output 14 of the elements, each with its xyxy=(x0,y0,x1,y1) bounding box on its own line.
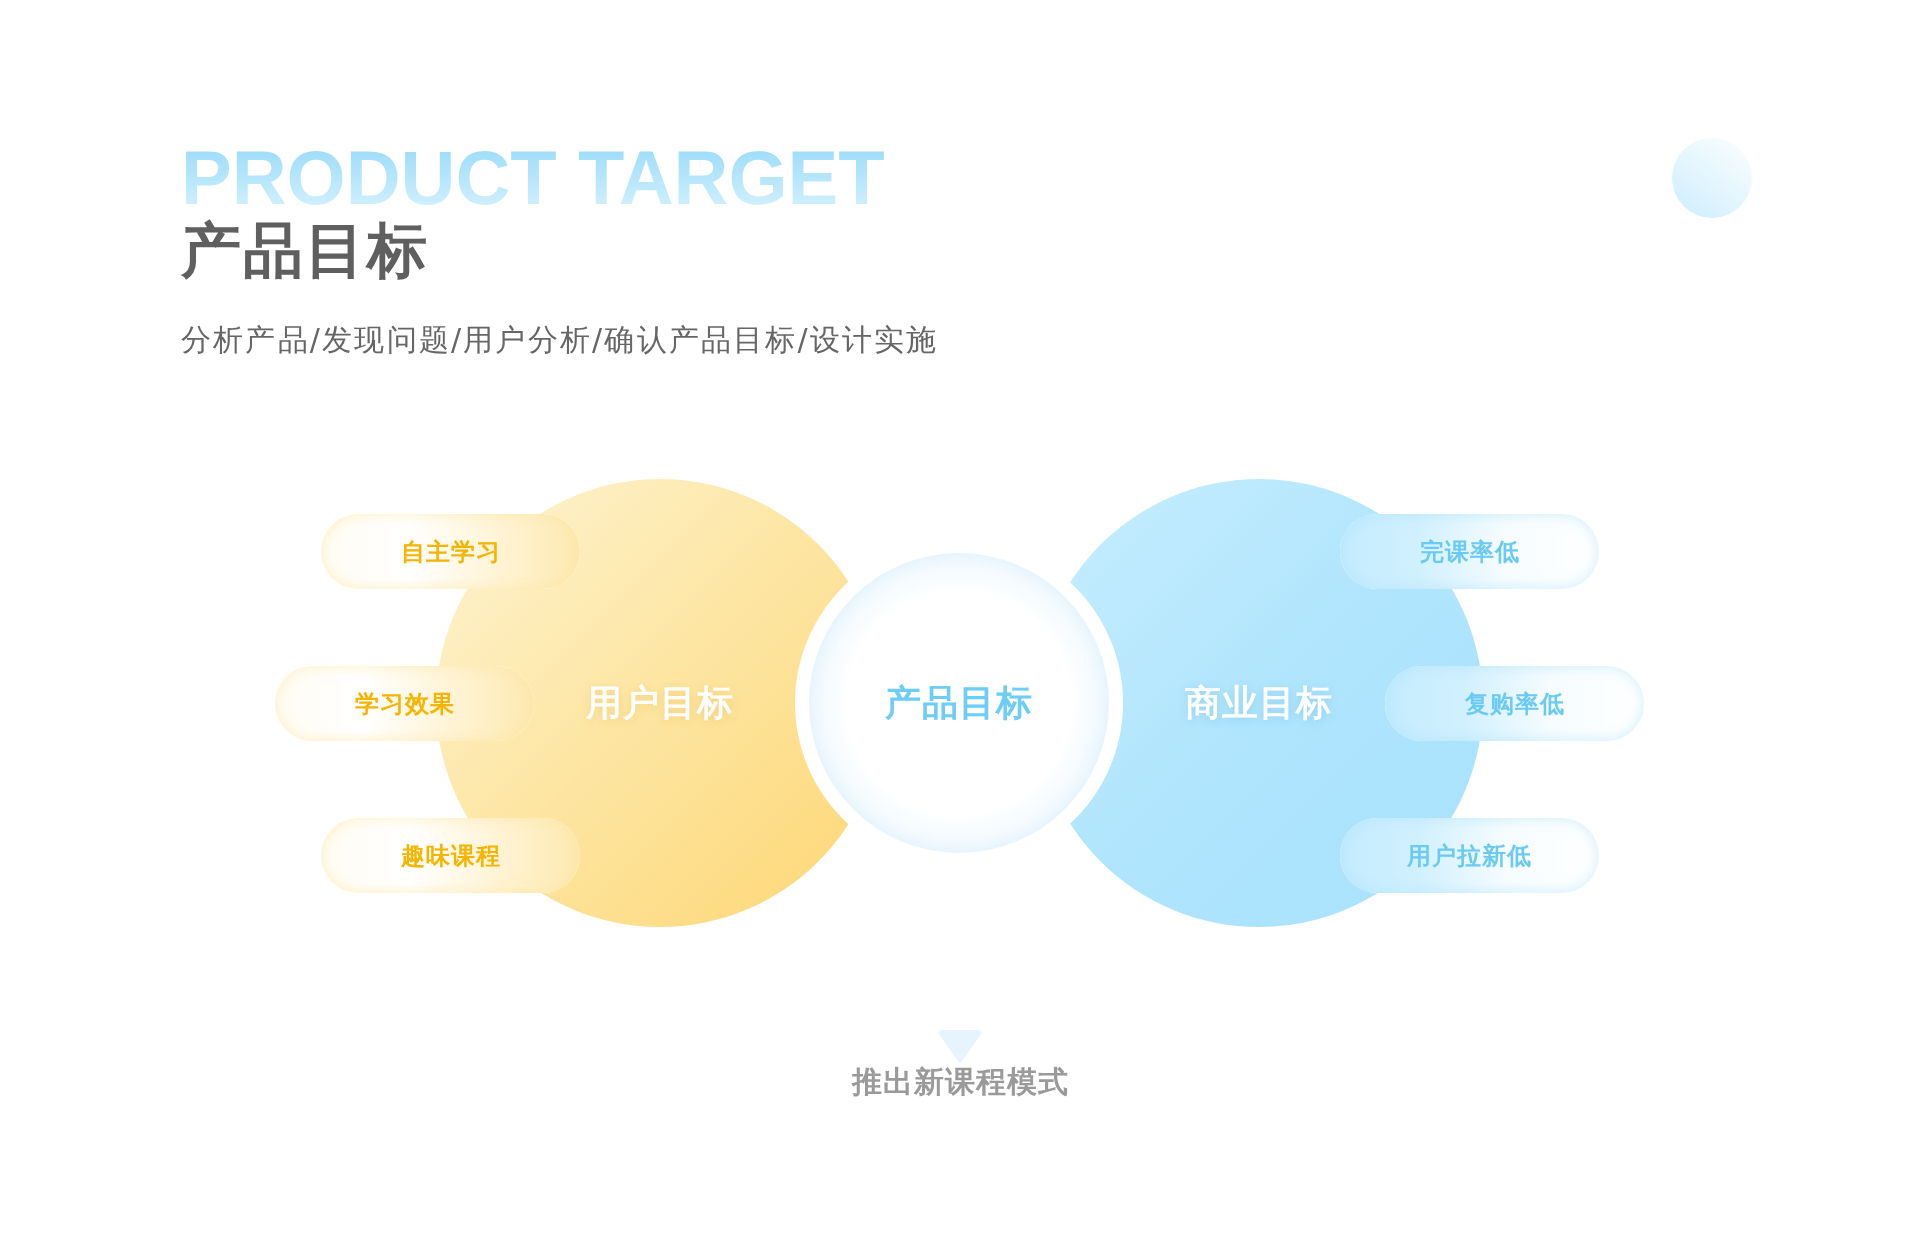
arrow xyxy=(939,1029,981,1063)
title: 产品目标 xyxy=(181,214,429,286)
circle-label: 用户目标 xyxy=(586,681,734,725)
subtitle: 分析产品/发现问题/用户分析/确认产品目标/设计实施 xyxy=(181,321,939,359)
conclusion-text: 推出新课程模式 xyxy=(851,1062,1069,1102)
tag-pill: 趣味课程 xyxy=(321,818,580,893)
tag-pill: 自主学习 xyxy=(321,514,580,589)
circle-label: 商业目标 xyxy=(1185,681,1333,725)
tag-pill: 完课率低 xyxy=(1340,514,1599,589)
circle-label: 产品目标 xyxy=(885,681,1033,725)
center-circle xyxy=(809,553,1109,853)
tag-pill: 用户拉新低 xyxy=(1340,818,1599,893)
tag-pill: 学习效果 xyxy=(275,666,534,741)
tag-pill: 复购率低 xyxy=(1385,666,1644,741)
